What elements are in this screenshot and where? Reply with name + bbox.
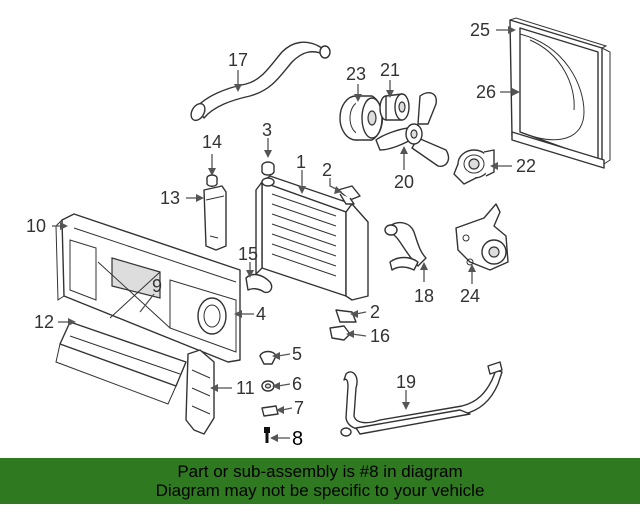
water-pump (455, 203, 509, 271)
label-6: 6 (292, 374, 302, 394)
radiator-cap (261, 161, 275, 176)
fan-pulley (339, 95, 384, 141)
leader-lines (52, 26, 520, 442)
side-baffle (185, 349, 215, 435)
parts-diagram: 1 2 3 4 5 6 7 8 9 10 11 12 13 14 15 16 2… (26, 17, 611, 450)
label-24: 24 (460, 286, 480, 306)
label-12: 12 (34, 312, 54, 332)
lower-hose (384, 221, 427, 271)
upper-mount-bracket (337, 185, 361, 205)
label-19: 19 (396, 372, 416, 392)
cooling-fan (375, 92, 450, 167)
callout-labels: 1 2 3 4 5 6 7 8 9 10 11 12 13 14 15 16 2… (26, 20, 536, 450)
coolant-reservoir (203, 185, 227, 251)
label-25: 25 (470, 20, 490, 40)
nut (261, 380, 275, 392)
label-13: 13 (160, 188, 180, 208)
clamp (245, 273, 273, 294)
label-17: 17 (228, 50, 248, 70)
fan-shroud (509, 17, 611, 169)
label-26: 26 (476, 82, 496, 102)
label-8: 8 (292, 428, 303, 450)
label-4: 4 (256, 304, 266, 324)
label-14: 14 (202, 132, 222, 152)
label-1: 1 (296, 152, 306, 172)
air-deflector (55, 321, 187, 405)
label-21: 21 (380, 60, 400, 80)
label-9: 9 (152, 276, 162, 296)
cooler-lines (340, 361, 503, 437)
bolt (264, 427, 270, 443)
insulator (261, 405, 279, 417)
label-5: 5 (292, 344, 302, 364)
label-11: 11 (236, 378, 255, 398)
label-16: 16 (370, 326, 390, 346)
water-outlet (453, 149, 495, 185)
label-7: 7 (294, 398, 304, 418)
reservoir-cap (206, 174, 218, 187)
label-22: 22 (516, 156, 536, 176)
label-20: 20 (394, 172, 414, 192)
label-2-lower: 2 (370, 302, 380, 322)
label-15: 15 (238, 244, 258, 264)
banner-line-disclaimer: Diagram may not be specific to your vehi… (155, 481, 485, 500)
label-3: 3 (262, 120, 272, 140)
radiator-support (55, 213, 241, 363)
label-18: 18 (414, 286, 434, 306)
label-10: 10 (26, 216, 46, 236)
upper-hose (190, 41, 331, 122)
banner-line-part: Part or sub-assembly is #8 in diagram (177, 462, 463, 481)
push-retainer (259, 350, 277, 365)
label-2-upper: 2 (322, 160, 332, 180)
label-23: 23 (346, 64, 366, 84)
info-banner: Part or sub-assembly is #8 in diagram Di… (0, 458, 640, 504)
lower-mount-bracket (335, 309, 357, 323)
radiator (255, 175, 369, 301)
fan-clutch (379, 93, 410, 121)
lower-insulator (329, 325, 351, 341)
